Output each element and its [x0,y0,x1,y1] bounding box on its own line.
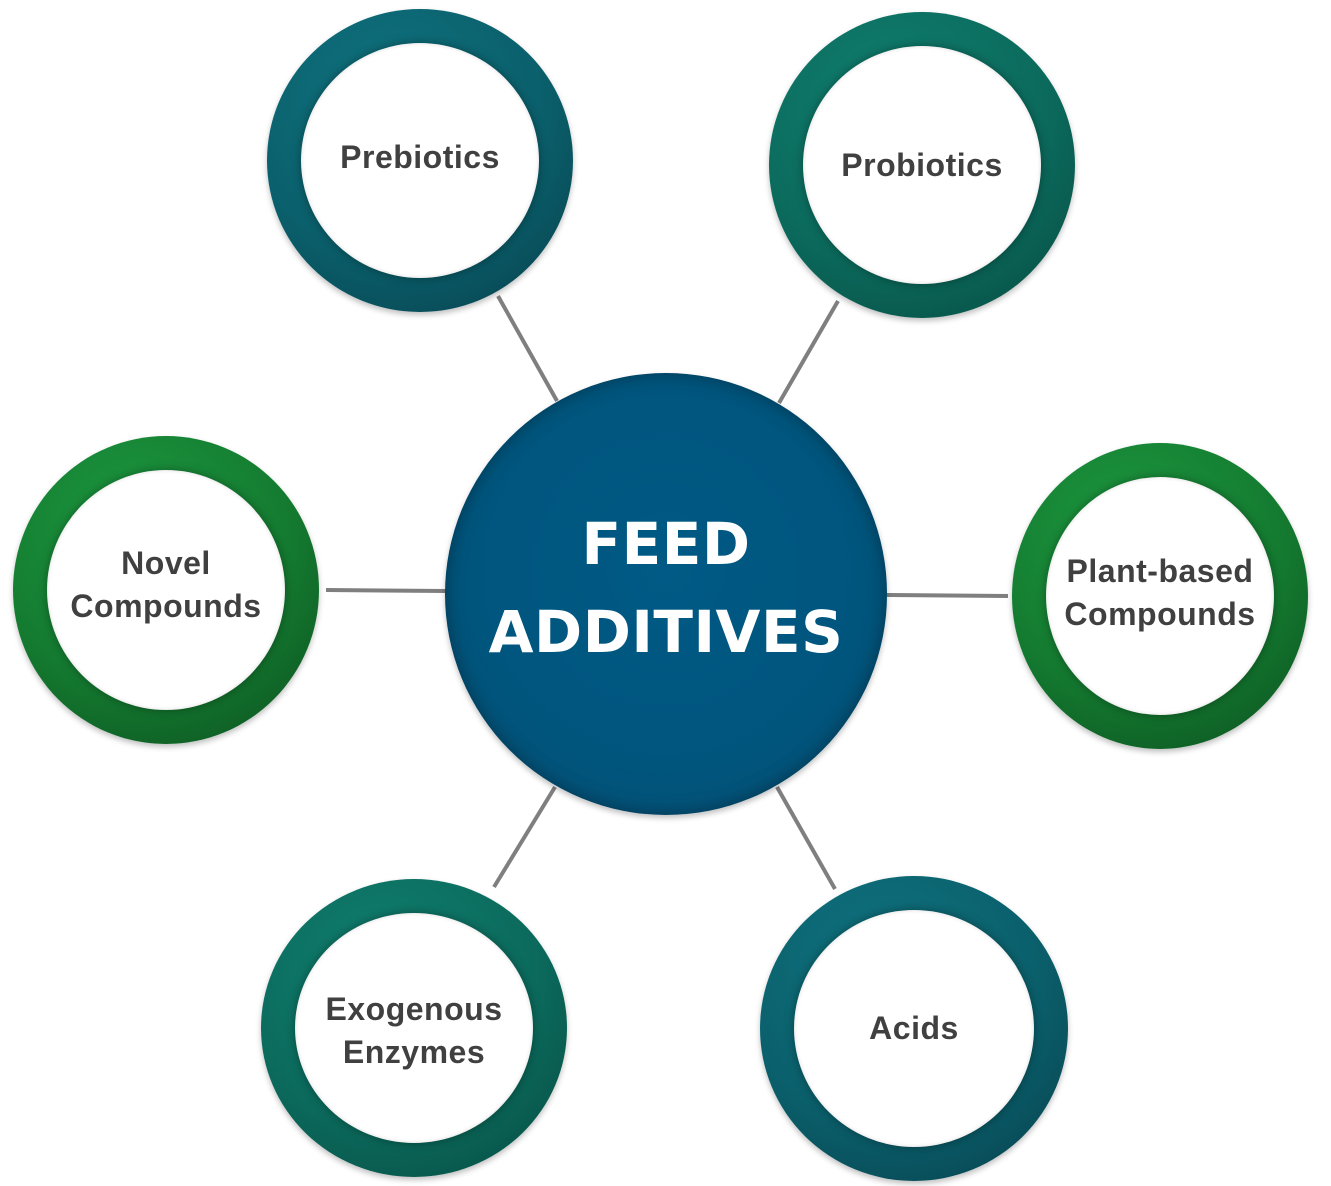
connector-probiotics [777,299,840,405]
node-novel-compounds: Novel Compounds [13,436,319,744]
node-exogenous-enzymes: Exogenous Enzymes [261,879,567,1177]
connector-acids [775,786,837,890]
connector-exogenous-enzymes [492,785,557,889]
node-probiotics: Probiotics [769,12,1075,318]
node-exogenous-enzymes-label: Exogenous Enzymes [325,991,503,1070]
hub-title: FEED ADDITIVES [488,510,844,666]
node-exogenous-enzymes-inner: Exogenous Enzymes [295,913,533,1143]
node-probiotics-label: Probiotics [841,146,1003,183]
node-plant-based-compounds: Plant-based Compounds [1012,443,1308,749]
node-probiotics-inner: Probiotics [803,46,1041,284]
connector-novel-compounds [325,588,447,593]
node-novel-compounds-label: Novel Compounds [70,545,262,624]
node-prebiotics-label: Prebiotics [340,139,500,175]
connector-plant-based-compounds [886,593,1009,598]
feed-additives-hub: FEED ADDITIVES [445,373,887,815]
connector-prebiotics [496,295,559,402]
node-acids-label: Acids [869,1010,959,1046]
node-prebiotics-inner: Prebiotics [301,43,539,278]
node-plant-based-compounds-inner: Plant-based Compounds [1046,477,1274,715]
node-acids-inner: Acids [794,910,1034,1147]
node-novel-compounds-inner: Novel Compounds [47,470,285,710]
node-prebiotics: Prebiotics [267,9,573,312]
node-acids: Acids [760,876,1068,1181]
node-plant-based-compounds-label: Plant-based Compounds [1064,553,1256,632]
